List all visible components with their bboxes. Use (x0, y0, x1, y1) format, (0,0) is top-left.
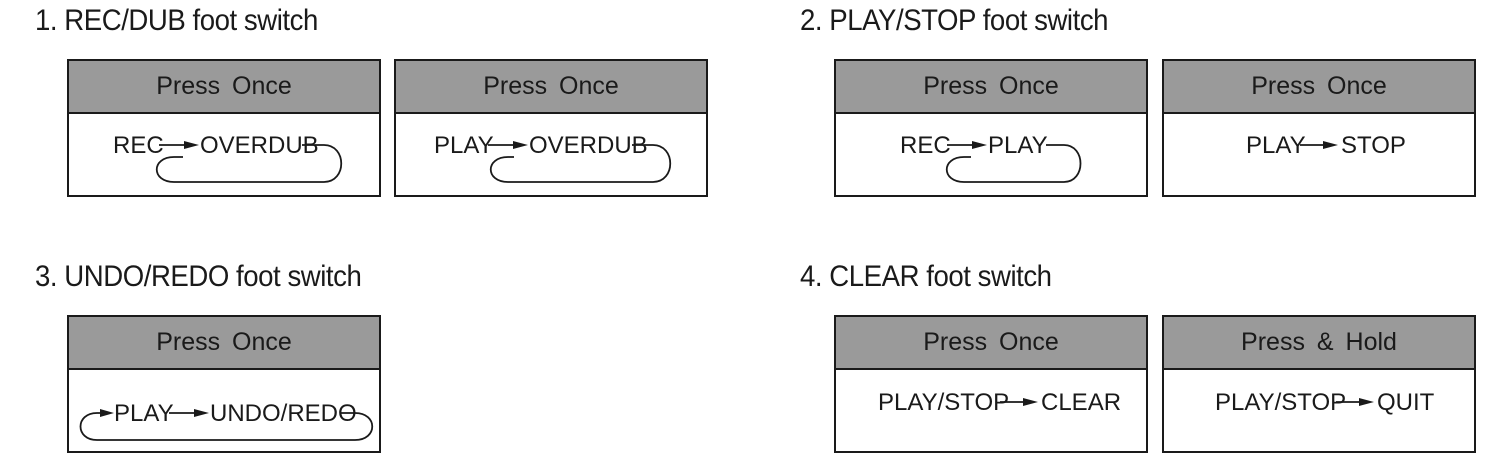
arrow-right-icon (1300, 141, 1338, 149)
state-diagram: REC PLAY (900, 132, 1082, 183)
arrow-right-icon (1000, 398, 1038, 406)
loop-back-icon (79, 412, 373, 441)
rec-dub-box-1: Press Once REC OVERDUB (67, 59, 381, 197)
state-diagram: PLAY/STOP CLEAR (878, 389, 1121, 416)
box-body: PLAY/STOP QUIT (1164, 370, 1474, 453)
box-body: PLAY/STOP CLEAR (836, 370, 1146, 453)
loop-back-icon (490, 144, 672, 183)
arrow-right-icon (1336, 398, 1374, 406)
state-diagram: PLAY UNDO/REDO (79, 400, 373, 441)
arrow-right-icon (947, 141, 987, 149)
loop-back-icon (946, 144, 1082, 183)
box-header: Press Once (396, 61, 706, 114)
box-header: Press Once (1164, 61, 1474, 114)
box-body: PLAY OVERDUB (396, 114, 706, 197)
box-header: Press Once (69, 61, 379, 114)
box-body: REC OVERDUB (69, 114, 379, 197)
state-to: OVERDUB (200, 132, 319, 159)
state-from: REC (900, 132, 951, 159)
box-header: Press Once (836, 317, 1146, 370)
box-header: Press Once (69, 317, 379, 370)
state-from: PLAY (114, 400, 174, 427)
state-from: PLAY/STOP (1215, 389, 1346, 416)
box-header: Press Once (836, 61, 1146, 114)
loop-back-icon (156, 144, 343, 183)
arrow-right-icon (169, 409, 209, 417)
state-from: REC (113, 132, 164, 159)
state-from: PLAY (434, 132, 494, 159)
state-to: QUIT (1377, 389, 1435, 416)
state-diagram: PLAY STOP (1246, 132, 1406, 159)
state-diagram: PLAY/STOP QUIT (1215, 389, 1435, 416)
state-to: CLEAR (1041, 389, 1121, 416)
box-header: Press & Hold (1164, 317, 1474, 370)
state-to: STOP (1341, 132, 1406, 159)
clear-box-2: Press & Hold PLAY/STOP QUIT (1162, 315, 1476, 453)
arrow-right-icon (159, 141, 199, 149)
play-stop-box-1: Press Once REC PLAY (834, 59, 1148, 197)
box-body: PLAY STOP (1164, 114, 1474, 197)
section-title-rec-dub: 1. REC/DUB foot switch (35, 4, 318, 37)
play-stop-box-2: Press Once PLAY STOP (1162, 59, 1476, 197)
state-diagram: REC OVERDUB (113, 132, 343, 183)
state-diagram: PLAY OVERDUB (434, 132, 672, 183)
state-from: PLAY (1246, 132, 1306, 159)
state-to: PLAY (988, 132, 1048, 159)
undo-redo-box-1: Press Once PLAY UNDO/REDO (67, 315, 381, 453)
section-title-clear: 4. CLEAR foot switch (800, 260, 1052, 293)
section-title-undo-redo: 3. UNDO/REDO foot switch (35, 260, 362, 293)
section-title-play-stop: 2. PLAY/STOP foot switch (800, 4, 1109, 37)
box-body: REC PLAY (836, 114, 1146, 197)
state-to: OVERDUB (529, 132, 648, 159)
state-to: UNDO/REDO (210, 400, 357, 427)
state-from: PLAY/STOP (878, 389, 1009, 416)
rec-dub-box-2: Press Once PLAY OVERDUB (394, 59, 708, 197)
clear-box-1: Press Once PLAY/STOP CLEAR (834, 315, 1148, 453)
box-body: PLAY UNDO/REDO (69, 370, 379, 453)
arrow-right-icon (488, 141, 528, 149)
